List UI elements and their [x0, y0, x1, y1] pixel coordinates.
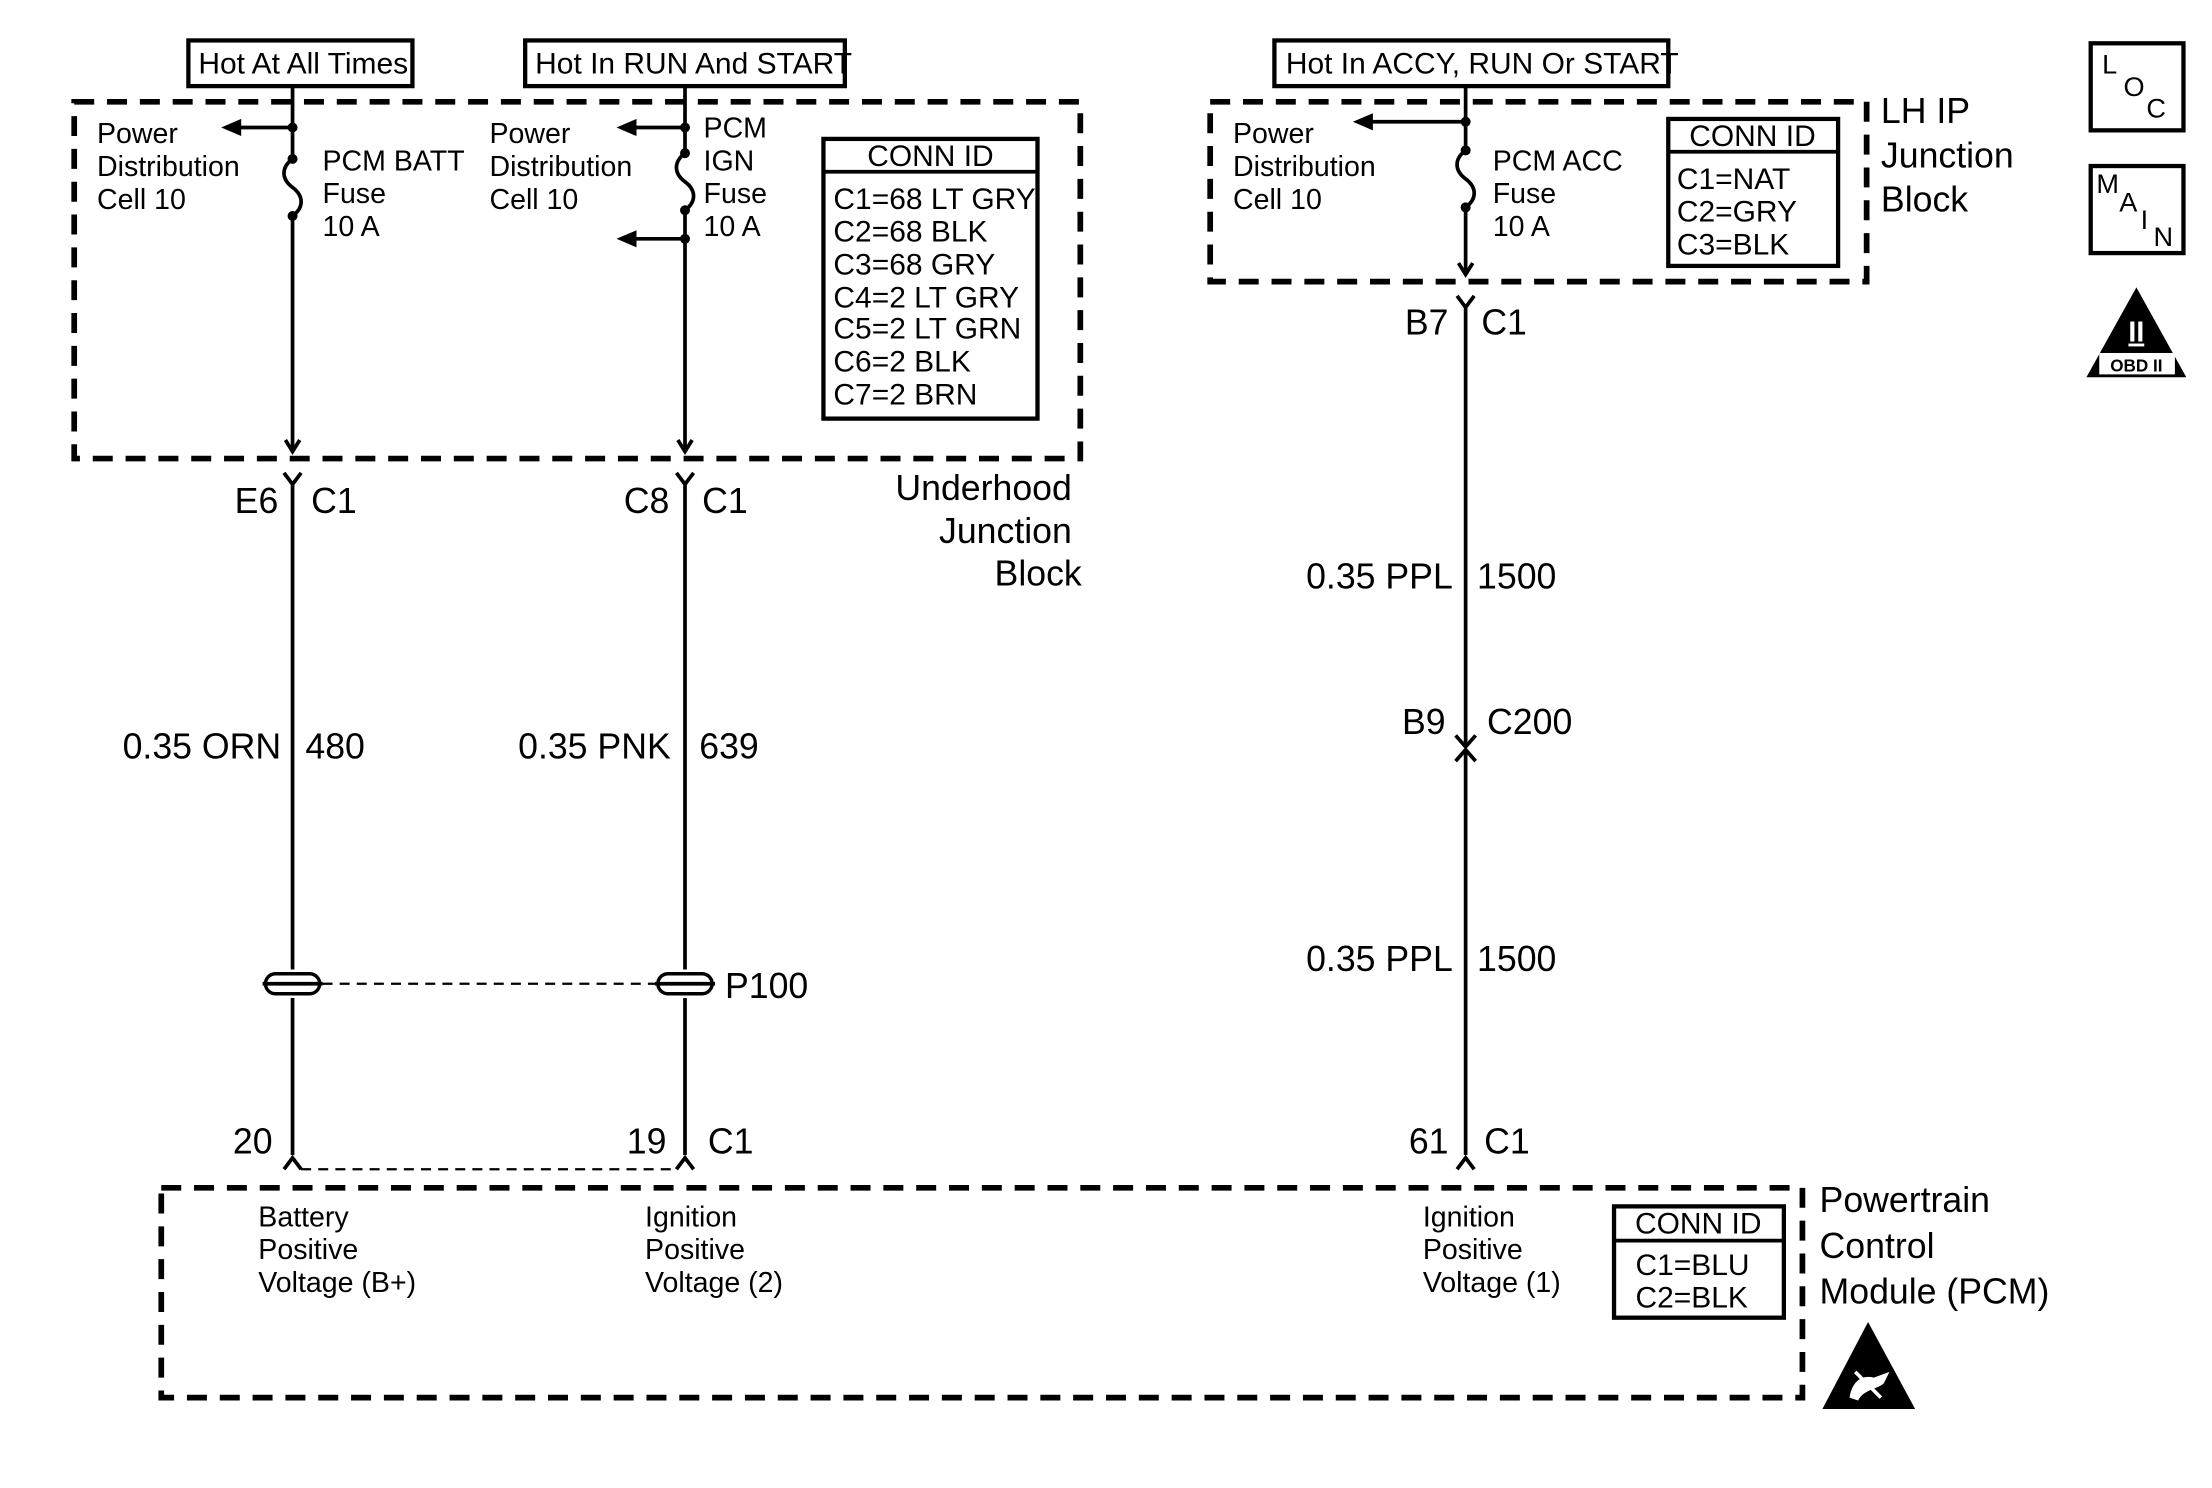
hot-label-batt-text: Hot At All Times	[198, 47, 408, 80]
hot-label-acc-text: Hot In ACCY, RUN Or START	[1286, 47, 1679, 80]
b7-conn-label: C1	[1481, 302, 1527, 342]
pcm-pin-19: 19	[627, 1122, 667, 1162]
circuit-1500-wire	[1352, 86, 1478, 1171]
loc-icon: L O C	[2088, 41, 2186, 133]
lh-ip-conn-id-list: C1=NAT C2=GRY C3=BLK	[1677, 163, 1805, 262]
svg-text:OBD II: OBD II	[2110, 357, 2162, 376]
lh-ip-junction-block-name: LH IP Junction Block	[1881, 91, 2024, 219]
conn-id-list: C1=68 LT GRY C2=68 BLK C3=68 GRY C4=2 LT…	[833, 183, 1044, 412]
pcm-pin-61: 61	[1409, 1122, 1449, 1162]
pcm-name: Powertrain Control Module (PCM)	[1820, 1180, 2050, 1311]
wire-1500-upper-circuit: 1500	[1477, 556, 1556, 596]
hot-label-batt: Hot At All Times	[186, 38, 415, 89]
b9-pin-label: B9	[1402, 702, 1446, 742]
svg-text:I: I	[2141, 204, 2149, 235]
conn-id-title: CONN ID	[867, 140, 993, 173]
pcm-conn-id-list: C1=BLU C2=BLK	[1635, 1249, 1757, 1315]
pdc-mid-label: Power Distribution Cell 10	[489, 118, 640, 216]
wire-639-circuit: 639	[699, 726, 759, 766]
lh-ip-junction-block-outline	[1207, 98, 1870, 285]
pcm-conn-id-table: CONN ID C1=BLU C2=BLK	[1611, 1204, 1787, 1320]
pcm-input-battery: Battery Positive Voltage (B+)	[258, 1201, 416, 1299]
pcm-outline	[158, 1184, 1806, 1401]
wire-1500-lower-gauge: 0.35 PPL	[1306, 939, 1453, 979]
svg-text:L: L	[2102, 48, 2117, 79]
svg-text:C: C	[2146, 93, 2166, 124]
hot-label-acc: Hot In ACCY, RUN Or START	[1272, 38, 1679, 89]
svg-text:M: M	[2096, 168, 2119, 199]
lh-ip-conn-id-title: CONN ID	[1689, 120, 1815, 153]
wire-480-circuit: 480	[305, 726, 365, 766]
pcm-conn-id-title: CONN ID	[1635, 1207, 1761, 1240]
pcm-input-ignition-2: Ignition Positive Voltage (2)	[645, 1201, 783, 1299]
main-icon: M A I N	[2088, 163, 2186, 256]
pcm-pin-20: 20	[233, 1122, 273, 1162]
c8-conn-label: C1	[702, 481, 748, 521]
esd-warning-icon	[1822, 1321, 1916, 1410]
underhood-junction-block-outline	[71, 98, 1084, 462]
lh-ip-conn-id-table: CONN ID C1=NAT C2=GRY C3=BLK	[1666, 116, 1841, 269]
svg-text:O: O	[2124, 71, 2145, 102]
pcm-input-ignition-1: Ignition Positive Voltage (1)	[1423, 1201, 1561, 1299]
svg-text:A: A	[2119, 187, 2138, 218]
underhood-junction-block-name: Underhood Junction Block	[895, 468, 1082, 594]
circuit-480-wire	[221, 86, 303, 1171]
e6-conn-label: C1	[311, 481, 357, 521]
wire-639-gauge: 0.35 PNK	[518, 726, 671, 766]
wire-480-gauge: 0.35 ORN	[123, 726, 282, 766]
c200-conn-label: C200	[1487, 702, 1572, 742]
e6-pin-label: E6	[235, 481, 279, 521]
fuse-acc-label: PCM ACC Fuse 10 A	[1493, 145, 1631, 243]
underhood-conn-id-table: CONN ID C1=68 LT GRY C2=68 BLK C3=68 GRY…	[821, 136, 1044, 421]
c8-pin-label: C8	[624, 481, 670, 521]
fuse-batt-label: PCM BATT Fuse 10 A	[323, 145, 473, 243]
pdc-left-label: Power Distribution Cell 10	[97, 118, 248, 216]
fuse-ign-label: PCM IGN Fuse 10 A	[704, 112, 775, 242]
pcm-pin-19-conn: C1	[708, 1122, 754, 1162]
hot-label-ign: Hot In RUN And START	[523, 38, 852, 89]
wire-1500-upper-gauge: 0.35 PPL	[1306, 556, 1453, 596]
hot-label-ign-text: Hot In RUN And START	[535, 47, 852, 80]
svg-text:N: N	[2153, 221, 2173, 252]
splice-p100-label: P100	[725, 966, 808, 1006]
b7-pin-label: B7	[1405, 302, 1449, 342]
svg-text:II: II	[2128, 317, 2144, 349]
wire-1500-lower-circuit: 1500	[1477, 939, 1556, 979]
circuit-639-wire	[616, 86, 696, 1171]
pcm-pin-61-conn: C1	[1484, 1122, 1530, 1162]
splice-p100	[262, 972, 715, 996]
obd-ii-icon: II OBD II	[2086, 287, 2187, 378]
lh-ip-pdc-label: Power Distribution Cell 10	[1233, 118, 1384, 216]
